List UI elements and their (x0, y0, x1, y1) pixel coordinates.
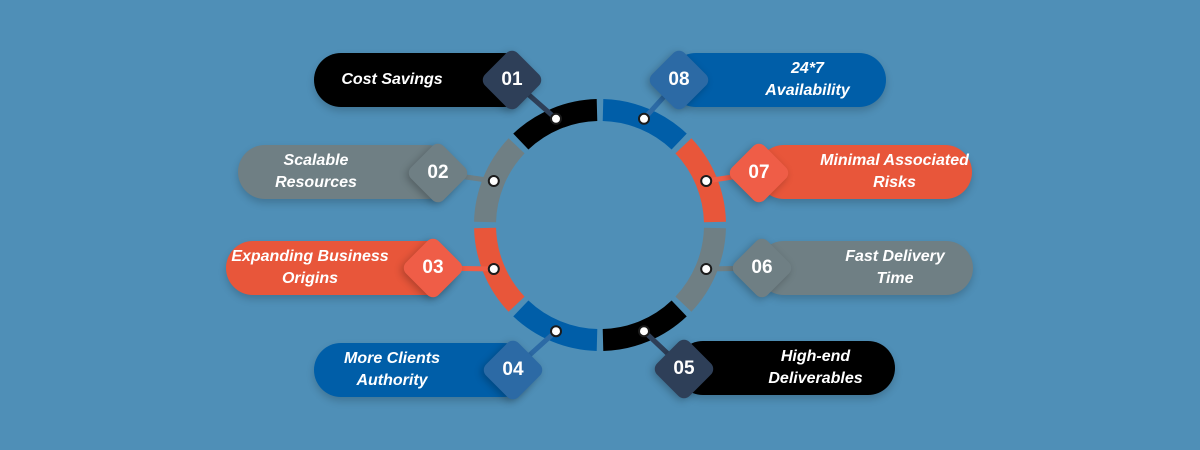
item-08-number: 08 (668, 69, 690, 90)
item-01-number: 01 (501, 69, 523, 90)
ring-dot-08 (638, 112, 650, 125)
item-06-label: Fast Delivery Time (845, 248, 945, 287)
item-07-pill: Minimal Associated Risks (757, 145, 972, 199)
ring-dot-07 (700, 175, 713, 187)
item-07-number: 07 (748, 162, 770, 183)
item-01-label: Cost Savings (341, 71, 443, 88)
ring-dot-01 (550, 112, 562, 125)
ring-dot-02 (487, 175, 500, 187)
item-07-label: Minimal Associated Risks (820, 152, 969, 191)
item-02-label: Scalable Resources (275, 152, 357, 191)
item-04-number: 04 (502, 359, 524, 380)
ring-dot-04 (550, 325, 562, 338)
ring-dot-03 (487, 263, 500, 275)
item-05-label: High-end Deliverables (768, 348, 863, 387)
item-06-pill: Fast Delivery Time (757, 241, 973, 295)
item-08-label: 24*7 Availability (765, 60, 850, 99)
ring-dot-05 (638, 325, 650, 338)
item-04-label: More Clients Authority (343, 350, 440, 389)
item-01-pill: Cost Savings (314, 53, 530, 107)
item-03-label: Expanding Business Origins (231, 248, 389, 287)
ring-dot-06 (700, 263, 713, 275)
item-08-pill: 24*7 Availability (669, 53, 886, 107)
item-02-number: 02 (427, 162, 449, 183)
item-06-number: 06 (751, 257, 773, 278)
item-03-number: 03 (422, 257, 444, 278)
item-05-number: 05 (673, 358, 695, 379)
